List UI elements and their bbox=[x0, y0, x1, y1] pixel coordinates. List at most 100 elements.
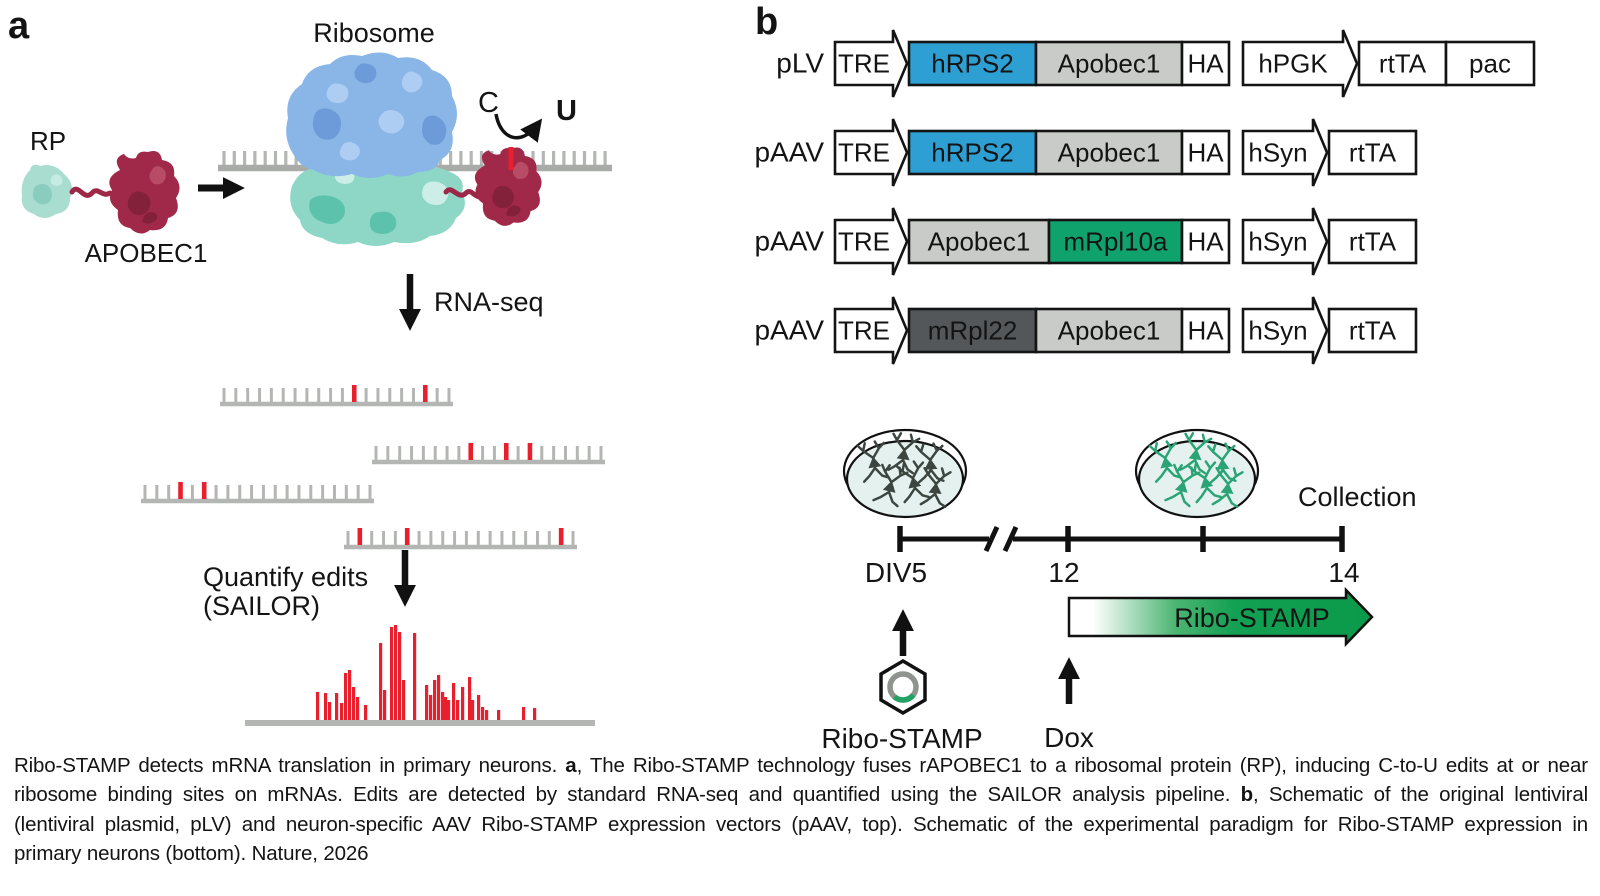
promoter-arrow-box bbox=[1241, 207, 1329, 276]
cytosine-label: C bbox=[478, 87, 499, 119]
gene-segment-label: Apobec1 bbox=[1058, 316, 1161, 346]
caption-text: primary neurons (bottom). Nature, 2026 bbox=[14, 842, 369, 866]
edit-peak-bar bbox=[356, 697, 360, 720]
caption-text: ribosome binding sites on mRNAs. Edits a… bbox=[14, 783, 1241, 807]
uracil-label: U bbox=[556, 95, 577, 127]
caption-line: primary neurons (bottom). Nature, 2026 bbox=[14, 839, 1588, 868]
gene-segment-box bbox=[1034, 307, 1184, 354]
edit-peak-bar bbox=[477, 695, 481, 720]
gene-segment-box bbox=[907, 129, 1038, 176]
promoter-label: hPGK bbox=[1258, 49, 1328, 79]
gene-segment-label: HA bbox=[1187, 227, 1224, 257]
read-track bbox=[220, 385, 453, 407]
read-track bbox=[372, 443, 605, 465]
linker-squiggle-right bbox=[443, 187, 483, 200]
edit-peak-bar bbox=[344, 673, 348, 720]
promoter-arrow-box bbox=[1241, 118, 1329, 187]
ribo-stamp-expression-arrow bbox=[1067, 586, 1374, 648]
edit-peak-bar bbox=[533, 708, 537, 720]
collection-label: Collection bbox=[1298, 482, 1417, 512]
edit-peak-bar bbox=[471, 700, 475, 720]
promoter-arrow-box bbox=[833, 296, 909, 365]
edit-peak-bar bbox=[413, 633, 417, 720]
promoter-arrow-box bbox=[833, 29, 909, 98]
rna-reads bbox=[141, 385, 605, 550]
read-track bbox=[141, 482, 374, 504]
vector-row: pLV TRE hRPS2 Apobec1 HA hPGK rtTA pac bbox=[776, 29, 1536, 98]
gene-segment-label: rtTA bbox=[1349, 227, 1397, 257]
gene-segment-label: HA bbox=[1187, 49, 1224, 79]
apobec1-protein-blob-right bbox=[474, 147, 542, 226]
quantify-label-line1: Quantify edits bbox=[203, 562, 368, 592]
edit-peak-bar bbox=[335, 693, 339, 720]
apobec1-label: APOBEC1 bbox=[85, 238, 208, 268]
gene-segment-label: hRPS2 bbox=[931, 49, 1013, 79]
gene-segment-box bbox=[1180, 218, 1231, 265]
vector-name-label: pAAV bbox=[754, 137, 824, 168]
ribosome-illustration bbox=[286, 52, 465, 246]
edit-peak-bar bbox=[441, 692, 445, 720]
ribosome-small-subunit bbox=[290, 163, 465, 246]
gene-segment-box bbox=[1180, 307, 1231, 354]
gene-segment-box bbox=[1327, 218, 1418, 265]
edit-peak-bar bbox=[497, 710, 501, 720]
linker-squiggle bbox=[69, 186, 113, 198]
gene-segment-label: mRpl22 bbox=[928, 316, 1018, 346]
gene-segment-box bbox=[1180, 129, 1231, 176]
timeline-label: 12 bbox=[1048, 557, 1079, 588]
vector-name-label: pAAV bbox=[754, 226, 824, 257]
petri-dish bbox=[842, 428, 968, 519]
timeline-label: DIV5 bbox=[865, 557, 927, 588]
edit-peak-bar bbox=[352, 687, 356, 720]
edit-peak-bar bbox=[461, 687, 465, 720]
edit-peak-bar bbox=[383, 690, 387, 720]
edit-peak-bar bbox=[316, 692, 320, 720]
ribo-stamp-expression-label: Ribo-STAMP bbox=[1174, 603, 1330, 633]
rnaseq-label: RNA-seq bbox=[434, 287, 544, 317]
gene-segment-label: rtTA bbox=[1349, 138, 1397, 168]
vector-name-label: pLV bbox=[776, 48, 824, 79]
caption-line: ribosome binding sites on mRNAs. Edits a… bbox=[14, 780, 1588, 809]
caption-text: (lentiviral plasmid, pLV) and neuron-spe… bbox=[14, 812, 1588, 836]
edit-peak-bar bbox=[394, 625, 398, 720]
promoter-arrow-box bbox=[1241, 296, 1329, 365]
ribo-stamp-virus-label: Ribo-STAMP bbox=[821, 723, 982, 750]
gene-segment-label: hRPS2 bbox=[931, 138, 1013, 168]
apobec1-protein-blob bbox=[109, 151, 180, 234]
edit-peak-bar bbox=[328, 702, 332, 720]
edit-peak-bar bbox=[364, 705, 368, 720]
promoter-label: hSyn bbox=[1248, 138, 1307, 168]
edit-peak-bar bbox=[522, 707, 526, 720]
edit-peak-bar bbox=[429, 695, 433, 720]
expression-vector-rows: pLV TRE hRPS2 Apobec1 HA hPGK rtTA pac pAAV TRE hR… bbox=[754, 29, 1536, 365]
ribosome-label: Ribosome bbox=[313, 18, 435, 48]
promoter-arrow-box bbox=[833, 207, 909, 276]
figure-caption: Ribo-STAMP detects mRNA translation in p… bbox=[14, 751, 1588, 869]
culture-dishes bbox=[842, 428, 1260, 519]
gene-segment-label: Apobec1 bbox=[928, 227, 1031, 257]
edit-peak-bar bbox=[379, 643, 383, 720]
gene-segment-label: pac bbox=[1469, 49, 1511, 79]
gene-segment-box bbox=[1444, 40, 1536, 87]
promoter-arrow-box bbox=[1241, 29, 1359, 98]
promoter-label: TRE bbox=[838, 49, 890, 79]
edit-peak-bar bbox=[481, 707, 485, 720]
promoter-label: hSyn bbox=[1248, 316, 1307, 346]
gene-segment-box bbox=[1327, 307, 1418, 354]
virus-ring-green-segment bbox=[887, 671, 919, 703]
timeline-break-slash bbox=[1002, 525, 1019, 553]
read-track bbox=[344, 528, 577, 550]
rp-label: RP bbox=[30, 126, 66, 156]
gene-segment-label: HA bbox=[1187, 138, 1224, 168]
edit-peak-bar bbox=[324, 693, 328, 720]
gene-segment-label: rtTA bbox=[1379, 49, 1427, 79]
c-to-u-edit: C U bbox=[478, 87, 577, 143]
dox-label: Dox bbox=[1044, 722, 1094, 750]
gene-segment-label: Apobec1 bbox=[1058, 49, 1161, 79]
edit-curved-arrow bbox=[494, 113, 543, 143]
rp-apobec1-fusion: RP APOBEC1 bbox=[21, 126, 208, 268]
caption-line: (lentiviral plasmid, pLV) and neuron-spe… bbox=[14, 810, 1588, 839]
